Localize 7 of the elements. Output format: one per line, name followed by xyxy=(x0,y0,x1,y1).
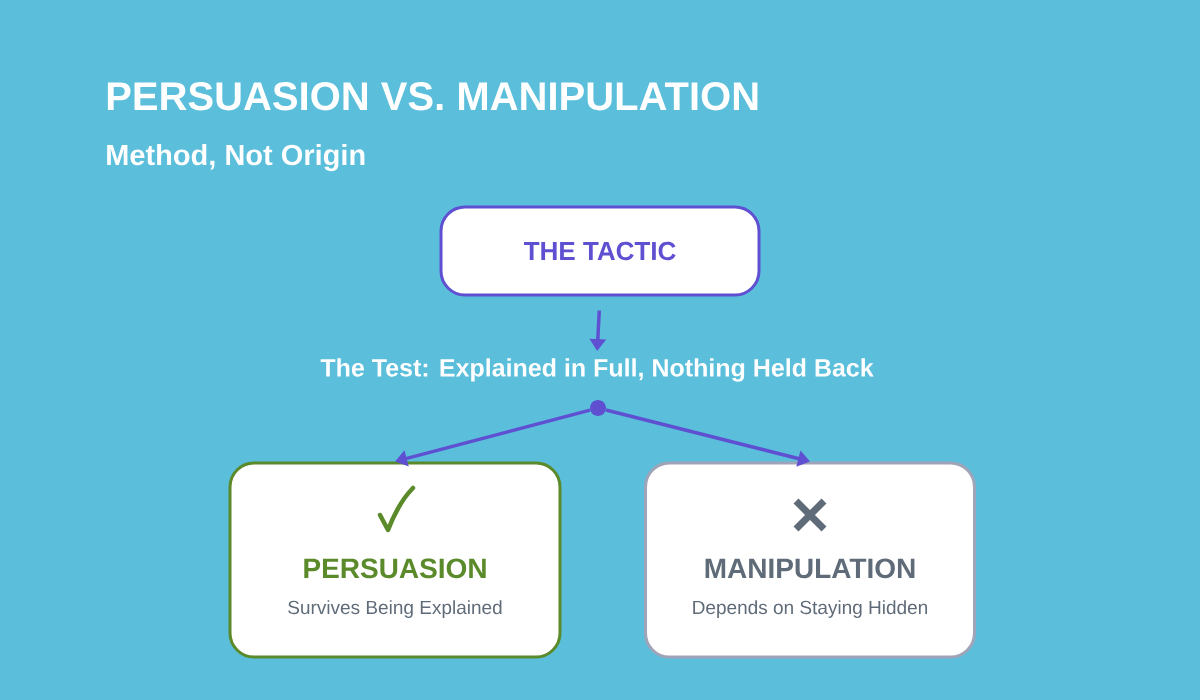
result-box: PERSUASION Survives Being Explained xyxy=(228,461,562,659)
test-text: The Test: Explained in Full, Nothing Held Back xyxy=(320,358,874,382)
title: PERSUASION VS. MANIPULATION xyxy=(107,82,758,111)
subtitle: Method, Not Origin xyxy=(107,144,365,172)
junction-dot xyxy=(590,400,606,416)
result-box: MANIPULATION Depends on Staying Hidden xyxy=(644,461,976,659)
process-box: THE TACTIC xyxy=(439,205,761,297)
